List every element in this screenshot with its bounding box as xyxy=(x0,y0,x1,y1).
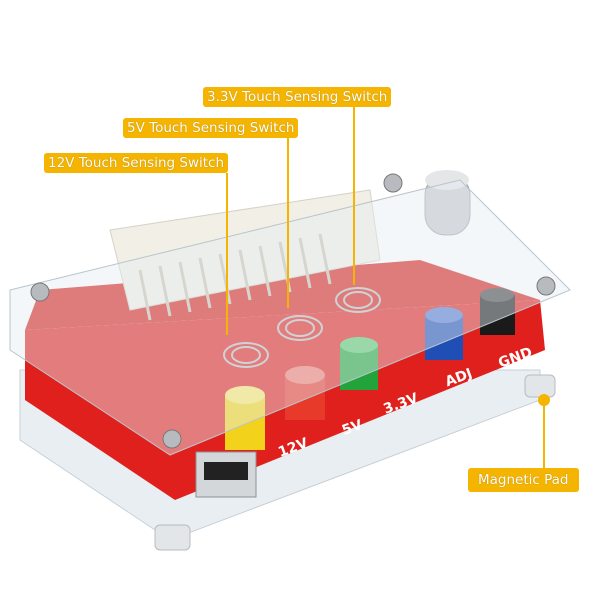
magnetic-pad-marker xyxy=(538,394,550,406)
callout-5v-leader xyxy=(287,138,289,308)
callout-3v3-touch-switch: 3.3V Touch Sensing Switch xyxy=(203,87,392,107)
callout-magnetic-pad-leader xyxy=(543,404,545,468)
callout-magnetic-pad: Magnetic Pad xyxy=(468,468,579,492)
callout-3v3-leader xyxy=(353,107,355,285)
callout-5v-touch-switch: 5V Touch Sensing Switch xyxy=(123,118,299,138)
callout-12v-leader xyxy=(226,173,228,335)
callout-12v-touch-switch: 12V Touch Sensing Switch xyxy=(44,153,229,173)
